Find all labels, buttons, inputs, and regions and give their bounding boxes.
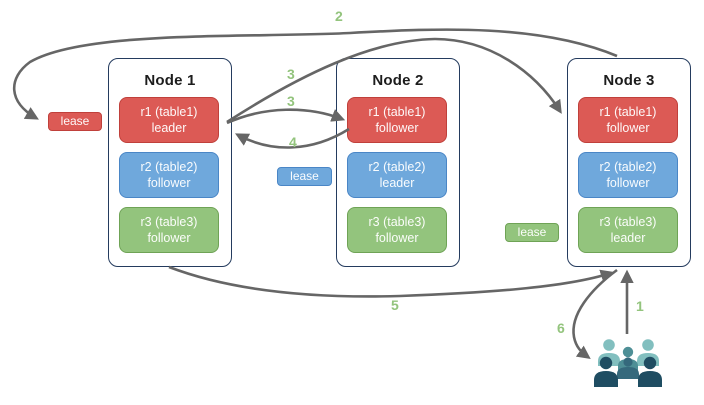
node-2: Node 2 r1 (table1) follower r2 (table2) … (336, 58, 460, 267)
node-2-replica-r2-leader: r2 (table2) leader (347, 152, 447, 198)
node-3-replica-r1-follower: r1 (table1) follower (578, 97, 678, 143)
arrow-3-node1-to-node2 (226, 108, 346, 125)
replica-name: r1 (table1) (140, 105, 198, 119)
node-3-replica-r3-leader: r3 (table3) leader (578, 207, 678, 253)
replica-name: r1 (table1) (599, 105, 657, 119)
step-label-1: 1 (636, 298, 644, 314)
node-2-replica-r3-follower: r3 (table3) follower (347, 207, 447, 253)
step-label-6: 6 (557, 320, 565, 336)
step-label-3-upper: 3 (287, 66, 295, 82)
arrow-5-node1-to-node3 (168, 265, 615, 298)
node-1-replica-r3-follower: r3 (table3) follower (119, 207, 219, 253)
replica-name: r2 (table2) (368, 160, 426, 174)
node-1: Node 1 r1 (table1) leader r2 (table2) fo… (108, 58, 232, 267)
step-label-3-lower: 3 (287, 93, 295, 109)
replica-role: follower (606, 176, 650, 190)
step-label-2: 2 (335, 8, 343, 24)
replica-name: r2 (table2) (140, 160, 198, 174)
node-2-replica-r1-follower: r1 (table1) follower (347, 97, 447, 143)
step-label-5: 5 (391, 297, 399, 313)
replica-role: leader (610, 231, 646, 245)
node-1-title: Node 1 (144, 72, 196, 89)
replica-role: follower (147, 231, 191, 245)
node-1-replica-r2-follower: r2 (table2) follower (119, 152, 219, 198)
replica-name: r1 (table1) (368, 105, 426, 119)
replica-role: follower (606, 121, 650, 135)
replica-role: follower (375, 231, 419, 245)
replica-role: leader (151, 121, 187, 135)
node-3-title: Node 3 (603, 72, 655, 89)
lease-badge-green: lease (505, 223, 559, 242)
node-3-replica-r2-follower: r2 (table2) follower (578, 152, 678, 198)
replica-name: r3 (table3) (140, 215, 198, 229)
replica-role: leader (379, 176, 415, 190)
node-2-title: Node 2 (372, 72, 424, 89)
lease-badge-red: lease (48, 112, 102, 131)
arrow-2-node3-to-lease1 (12, 28, 618, 120)
replica-role: follower (147, 176, 191, 190)
node-3: Node 3 r1 (table1) follower r2 (table2) … (567, 58, 691, 267)
arrow-6-node3-to-users (572, 268, 618, 359)
step-label-4: 4 (289, 134, 297, 150)
replica-role: follower (375, 121, 419, 135)
users-group-icon (594, 339, 662, 387)
replica-name: r2 (table2) (599, 160, 657, 174)
lease-badge-blue: lease (277, 167, 332, 186)
replica-name: r3 (table3) (599, 215, 657, 229)
replica-name: r3 (table3) (368, 215, 426, 229)
node-1-replica-r1-leader: r1 (table1) leader (119, 97, 219, 143)
